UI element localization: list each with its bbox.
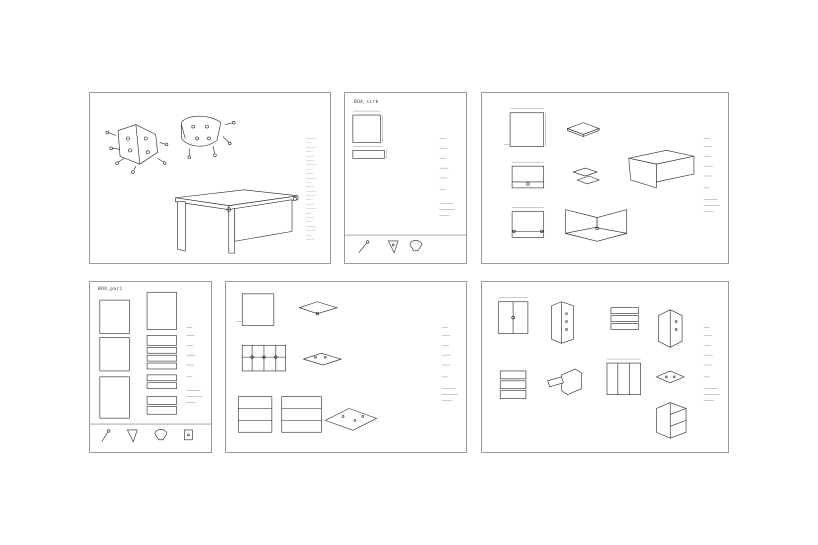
drawing-sheet-4: BOX_pari [89,281,212,453]
box-open-iso [565,209,628,242]
drawing-sheet-5 [225,281,467,453]
shelf-iso [298,301,339,316]
sheet-1-drawing [105,115,299,254]
parts-right-column [146,291,177,415]
unit-iso-2 [658,309,683,348]
sheet-5-drawing [236,293,458,433]
shelf-front-view [236,293,275,326]
box-lid-iso [566,122,600,137]
title-block-lines-5 [441,327,458,401]
curved-bracket-exploded [181,115,236,159]
sheet-4-title: BOX_pari [98,287,123,292]
box-front-view [504,108,546,147]
drawing-sheet-3 [481,92,729,264]
unit-front-view [497,297,529,334]
unit-assembled-iso [656,402,687,439]
drawer-side-parts [499,370,527,399]
title-block-lines-2 [439,138,456,216]
corner-bracket-exploded [105,124,169,174]
title-block-lines-3 [703,138,720,212]
sheet-3-drawing [504,108,720,242]
drawer-fronts [610,307,639,330]
assembled-table [175,189,299,254]
title-block-lines-6 [703,327,720,401]
sheet-4-drawing [90,291,211,443]
title-block-1: ———————————— ———————————— ———————————— —… [306,137,317,241]
sheet-2-drawing [345,110,466,254]
drawer-iso [547,368,582,396]
stack-side-view-2 [237,396,322,433]
box-side-view [511,162,545,189]
drawer-runner [655,370,685,384]
box-assembled-iso [628,150,695,189]
hardware-strip-2 [358,240,423,254]
drawing-sheet-6 [481,281,729,453]
panel-views [352,110,387,159]
unit-iso-1 [551,301,574,344]
box-parts-iso [572,167,600,185]
box-bottom-view [511,207,545,238]
hardware-strip-4 [101,429,193,443]
sheet-6-drawing [497,297,720,439]
shelf-iso-3 [324,408,378,431]
title-block-lines-4 [186,327,203,403]
shelf-iso-2 [302,352,343,366]
unit-section [606,358,641,395]
parts-left-column [99,299,130,419]
sheet-2-title: BOX_sirk [354,100,379,105]
drawing-sheet-1: ———————————— ———————————— ———————————— —… [89,92,331,264]
drawing-sheet-2: BOX_sirk [344,92,467,264]
stack-side-view-1 [241,344,287,372]
